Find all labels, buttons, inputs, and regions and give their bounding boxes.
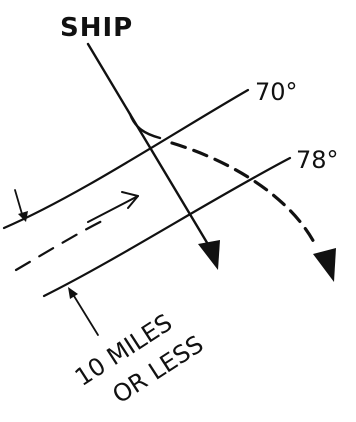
- isotherm-label-upper: 70°: [255, 78, 298, 106]
- width-arrow-upper-shaft: [14, 189, 23, 215]
- isotherm-line-lower: [42, 156, 292, 298]
- ship-course-line: [86, 42, 211, 248]
- distance-label: 10 MILES OR LESS: [70, 309, 208, 410]
- deflected-course-hook: [128, 112, 162, 140]
- isotherm-label-lower: 78°: [296, 146, 339, 174]
- ship-course-arrowhead: [198, 240, 220, 270]
- isotherm-line-upper: [2, 88, 250, 230]
- current-dashed-line: [14, 218, 106, 272]
- width-arrow-upper-head: [18, 211, 28, 222]
- ship-label: SHIP: [60, 13, 133, 43]
- width-arrow-lower-shaft: [73, 295, 99, 336]
- deflected-course-dashed: [170, 141, 318, 248]
- current-arrow-head: [121, 191, 139, 209]
- current-arrow-shaft: [87, 195, 139, 223]
- deflected-course-arrowhead: [313, 248, 336, 282]
- width-arrow-lower-head: [68, 287, 78, 299]
